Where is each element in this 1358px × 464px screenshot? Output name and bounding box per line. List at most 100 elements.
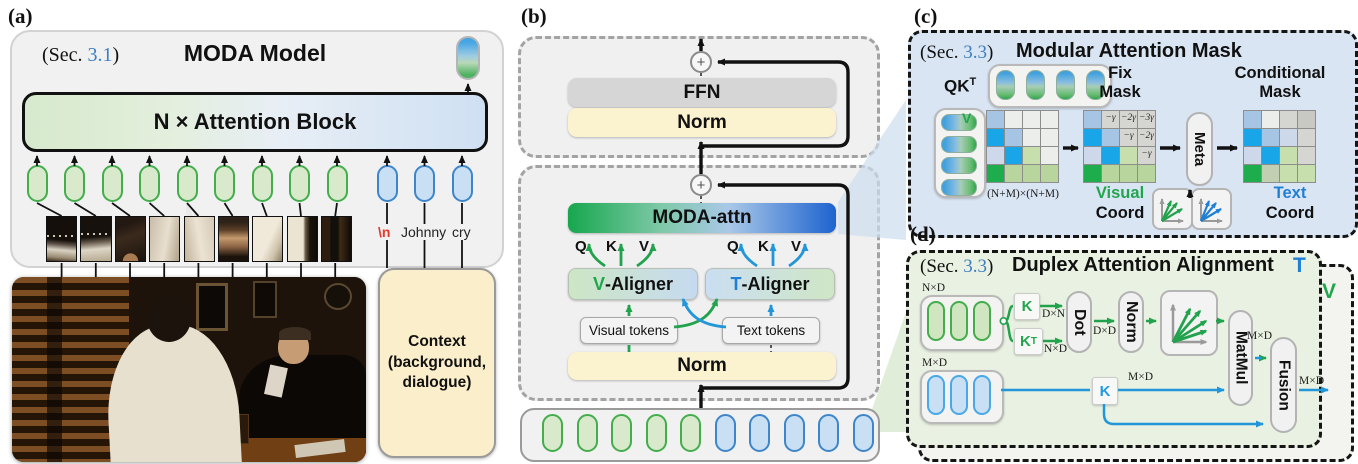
gradient-token (941, 157, 977, 174)
text-token (852, 414, 874, 452)
panel-a-title: MODA Model (183, 40, 327, 66)
t-aligner-box: T-Aligner (705, 268, 835, 300)
gradient-token (941, 178, 977, 196)
matrix-cell (1298, 129, 1315, 146)
matrix-cell (1041, 147, 1058, 164)
matrix-cell (1262, 129, 1279, 146)
matrix-cell: −γ (1138, 147, 1155, 164)
gradient-token (996, 70, 1015, 100)
word-cry: cry (450, 224, 473, 240)
visual-token (542, 414, 563, 452)
text-token (927, 375, 945, 415)
text-token (783, 414, 805, 452)
section-ref-a: (Sec. 3.1) (42, 44, 120, 66)
v-mark: V (962, 110, 972, 126)
matrix-cell (1102, 147, 1119, 164)
k-label: K (606, 238, 617, 255)
matrix-cell (1280, 111, 1297, 128)
panel-c-title: Modular Attention Mask (1016, 40, 1242, 62)
context-line: Context (408, 332, 466, 350)
norm-box-bottom: Norm (568, 352, 836, 380)
visual-tokens-d (927, 301, 991, 341)
visual-coord-label: Visual (1095, 184, 1145, 202)
matrix-cell (1005, 147, 1022, 164)
visual-token (101, 165, 123, 202)
wall-clock (323, 282, 352, 311)
matrix-cell (1023, 165, 1040, 182)
film-strip (46, 216, 353, 262)
panel-c-label: (c) (914, 4, 938, 28)
residual-add: + (690, 174, 712, 196)
fix-mask-matrix: −γ−2γ−3γ−γ−2γ−γ (1083, 110, 1156, 183)
matmul-box: MatMul (1228, 310, 1253, 406)
attention-block: N × Attention Block (22, 92, 488, 152)
t-aligner-t: T (730, 273, 742, 294)
text-coord-axes-icon (1191, 188, 1232, 230)
context-line: dialogue) (402, 374, 472, 392)
gradient-token (941, 135, 977, 153)
film-frame (183, 216, 215, 262)
gradient-token (1086, 70, 1105, 100)
visual-token (973, 301, 991, 341)
mxd-k-label: M×D (1128, 371, 1154, 383)
norm-box-d: Norm (1118, 291, 1144, 353)
head (146, 293, 191, 342)
film-frame (114, 216, 146, 262)
matrix-cell (987, 111, 1004, 128)
matrix-cell (1280, 147, 1297, 164)
text-tokens-d (927, 375, 991, 415)
visual-token (26, 165, 48, 202)
k-label: K (758, 238, 769, 255)
v-label: V (639, 238, 650, 255)
blind-post (47, 277, 62, 462)
visual-coord-label2: Coord (1095, 204, 1145, 222)
visual-token (950, 301, 968, 341)
matrix-cell (1244, 111, 1261, 128)
matrix-cell (1298, 111, 1315, 128)
q-label: Q (575, 238, 587, 255)
visual-tokens-box: Visual tokens (580, 317, 678, 344)
visual-token (64, 165, 85, 202)
panel-b-label: (b) (521, 4, 547, 28)
matrix-cell (1023, 111, 1040, 128)
matrix-cell (987, 129, 1004, 146)
matrix-cell (1084, 129, 1101, 146)
film-frame (286, 216, 318, 262)
matrix-cell (1280, 165, 1297, 182)
panel-a-text-tokens (376, 165, 473, 202)
matrix-cell (1102, 165, 1119, 182)
matrix-cell (1138, 165, 1155, 182)
visual-token (289, 165, 310, 202)
text-token (950, 375, 968, 415)
film-frame (321, 216, 353, 262)
v-card-tag: V (1322, 280, 1337, 303)
dxd-label: D×D (1093, 325, 1117, 337)
matrix-cell (1262, 147, 1279, 164)
text-token (714, 414, 736, 452)
input-tokens (542, 414, 874, 452)
k-proj-box: K (1014, 293, 1040, 320)
matrix-cell (1005, 165, 1022, 182)
gradient-token (1056, 70, 1075, 100)
matrix-cell (1120, 165, 1137, 182)
visual-token (576, 414, 598, 452)
k-proj-box-blue: K (1092, 377, 1118, 405)
matrix-cell (1244, 129, 1261, 146)
wall-picture (252, 280, 278, 318)
matrix-cell (1120, 147, 1137, 164)
v-aligner-rest: -Aligner (605, 273, 674, 294)
dot-box: Dot (1066, 291, 1092, 353)
film-frame (46, 216, 78, 262)
mxd-matmul-label: M×D (1247, 330, 1273, 342)
visual-token (326, 165, 348, 202)
matrix-cell (1084, 147, 1101, 164)
matrix-cell (1262, 111, 1279, 128)
visual-coord-axes-icon (1152, 188, 1193, 230)
nxd-label: N×D (922, 282, 946, 294)
film-frame (217, 216, 250, 262)
text-tokens-box: Text tokens (722, 317, 820, 344)
matrix-cell: −γ (1120, 129, 1137, 146)
output-token (456, 36, 480, 80)
